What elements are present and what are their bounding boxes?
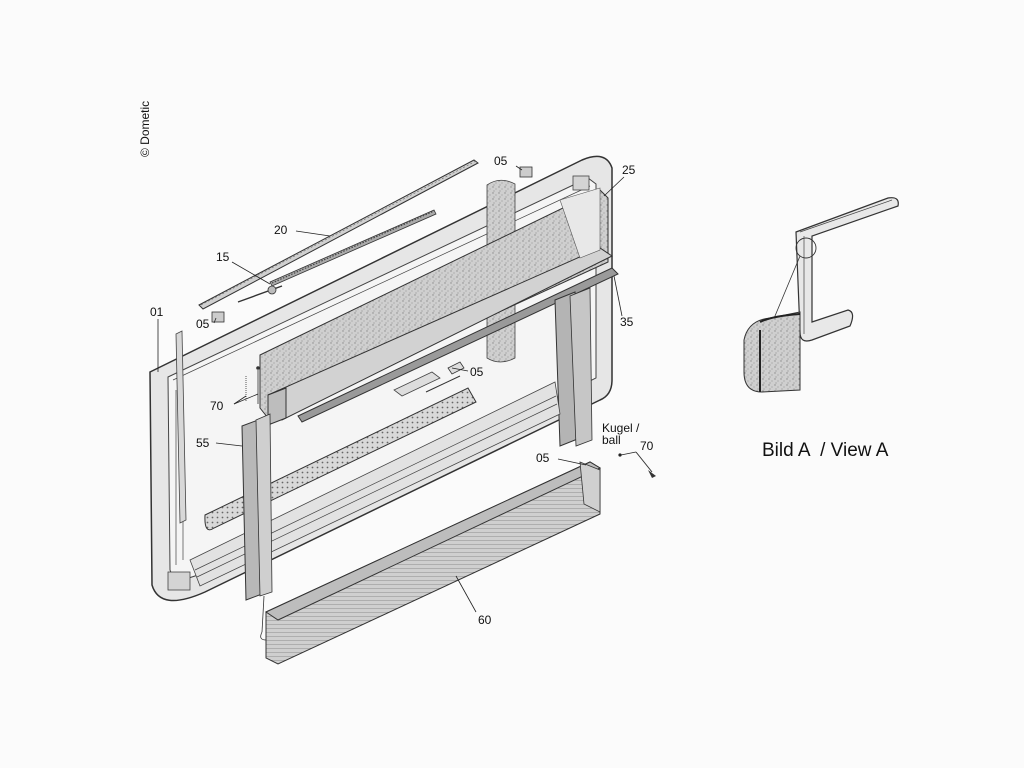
label-60: 60: [478, 613, 492, 627]
part-labels: 01 05 25 20 15 05 35 05 70 55 Kugel / ba…: [150, 154, 654, 627]
label-05-left: 05: [196, 317, 210, 331]
copyright-text: © Dometic: [138, 101, 152, 157]
ball-cord: [618, 451, 656, 478]
clip-parts: [211, 166, 533, 375]
label-05-top: 05: [494, 154, 508, 168]
label-35: 35: [620, 315, 634, 329]
label-25: 25: [622, 163, 636, 177]
label-ball: ball: [602, 433, 621, 447]
label-55: 55: [196, 436, 210, 450]
label-15: 15: [216, 250, 230, 264]
label-01: 01: [150, 305, 164, 319]
leader-lines: [157, 165, 637, 613]
label-70-left: 70: [210, 399, 224, 413]
left-guide-rail-55: [241, 413, 273, 641]
top-rail-parts: [198, 159, 479, 310]
label-05-bottom: 05: [536, 451, 550, 465]
label-70-right: 70: [640, 439, 654, 453]
spring-cords: [245, 366, 260, 404]
pleated-blind-60: [264, 461, 602, 665]
right-guide: [554, 287, 593, 447]
detail-view-a: [743, 197, 899, 393]
label-05-mid: 05: [470, 365, 484, 379]
roller-blind-housing: [259, 187, 613, 426]
bottom-rail-35: [297, 267, 619, 423]
view-a-caption: Bild A / View A: [762, 440, 889, 461]
label-20: 20: [274, 223, 288, 237]
label-kugel: Kugel /: [602, 421, 640, 435]
fly-screen: [204, 371, 477, 531]
